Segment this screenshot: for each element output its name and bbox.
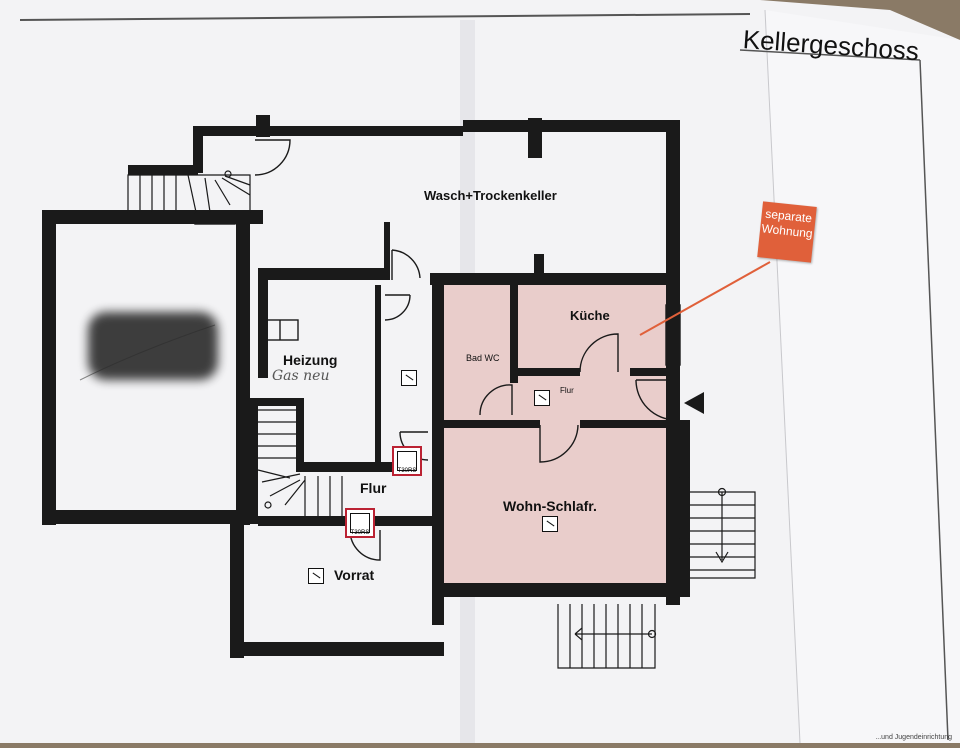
sticky-note: separate Wohnung — [757, 201, 817, 263]
wall-wasch-bottom-right — [430, 273, 680, 285]
stair-top-left-treads — [139, 174, 251, 213]
door-wohn — [539, 424, 579, 463]
wall-stair-top — [128, 165, 198, 175]
wall-vorrat-bottom — [230, 642, 444, 656]
vent-icon — [542, 516, 558, 532]
door-heizung — [384, 294, 411, 321]
room-note-heizung: Gas neu — [272, 368, 330, 384]
right-rule — [919, 59, 949, 741]
window-kitchen — [665, 304, 681, 366]
stair-right-treads — [690, 491, 756, 579]
top-rule — [19, 13, 751, 21]
wall-kitchen-bottom — [510, 368, 580, 376]
wall-heizung-bottom — [300, 462, 398, 472]
wall-top-right-pillar — [528, 118, 542, 158]
fire-door-symbol — [397, 451, 417, 471]
wall-upper-top — [193, 126, 463, 136]
wall-heizung-right — [375, 285, 381, 470]
stair-top-left-outline — [127, 174, 251, 213]
wall-upper-top-right — [463, 120, 678, 132]
door-kitchen — [579, 333, 619, 373]
wall-apartment-middle — [440, 420, 540, 428]
wall-heizung-left — [258, 268, 268, 378]
room-label-flur: Flur — [360, 480, 387, 496]
apartment-area-lower — [440, 423, 680, 583]
stairs — [127, 170, 756, 669]
wall-left-room-left-vertical — [42, 210, 56, 525]
apartment-area-upper — [440, 283, 680, 423]
fire-door-label: T30RS — [397, 468, 417, 474]
footer-text: ...und Jugendeinrichtung — [875, 734, 952, 741]
wall-apartment-right — [676, 420, 690, 597]
wall-apartment-bottom — [440, 583, 690, 597]
wall-stairs-left — [250, 398, 258, 524]
room-label-heizung: Heizung — [283, 352, 338, 368]
wall-divider — [384, 222, 390, 280]
door-top — [254, 139, 291, 176]
entrance-arrow — [684, 392, 704, 414]
room-label-wasch: Wasch+Trockenkeller — [424, 188, 557, 203]
fire-door-label: T30RS — [350, 530, 370, 536]
door-entrance — [635, 379, 677, 421]
window-wohn — [679, 477, 689, 539]
paper-right-panel — [765, 10, 960, 743]
vent-icon — [401, 370, 417, 386]
redacted-text — [88, 312, 218, 380]
paper-edge — [764, 9, 801, 744]
room-label-flur-small: Flur — [560, 386, 574, 395]
stair-middle-marker — [264, 501, 272, 509]
wall-kitchen-bottom-right — [630, 368, 680, 376]
room-label-wohn: Wohn-Schlafr. — [503, 498, 597, 514]
fire-door-icon: T30RS — [345, 508, 375, 538]
door-upper-hall — [391, 249, 421, 280]
vent-icon — [308, 568, 324, 584]
apartment-area — [440, 283, 680, 583]
wall-vorrat-left — [230, 520, 244, 658]
wall-stairs-right — [296, 398, 304, 472]
room-label-kueche: Küche — [570, 308, 610, 323]
title-rule — [739, 49, 921, 61]
stair-right-marker — [717, 487, 727, 497]
wall-top-pillar — [256, 115, 270, 137]
window-left-room — [194, 213, 236, 225]
stair-bottom-treads — [557, 604, 656, 669]
wall-left-room-bottom — [42, 510, 242, 524]
wall-wasch-stub — [534, 254, 544, 276]
wall-hall-left — [432, 280, 444, 625]
vent-icon — [534, 390, 550, 406]
window-vorrat — [231, 591, 243, 629]
fire-door-symbol — [350, 513, 370, 533]
wall-apartment-middle-right — [580, 420, 680, 428]
door-bad — [479, 384, 513, 416]
sticker-pointer — [639, 261, 771, 336]
stair-middle-treads — [257, 409, 343, 516]
sticky-note-text: separate Wohnung — [760, 206, 814, 241]
room-label-badwc: Bad WC — [466, 353, 500, 363]
wall-upper-left-post — [193, 128, 203, 173]
fire-door-icon: T30RS — [392, 446, 422, 476]
stair-top-left-marker — [224, 170, 232, 178]
wall-wasch-bottom — [265, 268, 390, 280]
wall-left-room-right — [236, 210, 250, 525]
stair-bottom-marker — [647, 629, 657, 639]
wall-stairs-top — [250, 398, 300, 406]
room-label-vorrat: Vorrat — [334, 567, 375, 583]
wall-bad-right — [510, 283, 518, 383]
